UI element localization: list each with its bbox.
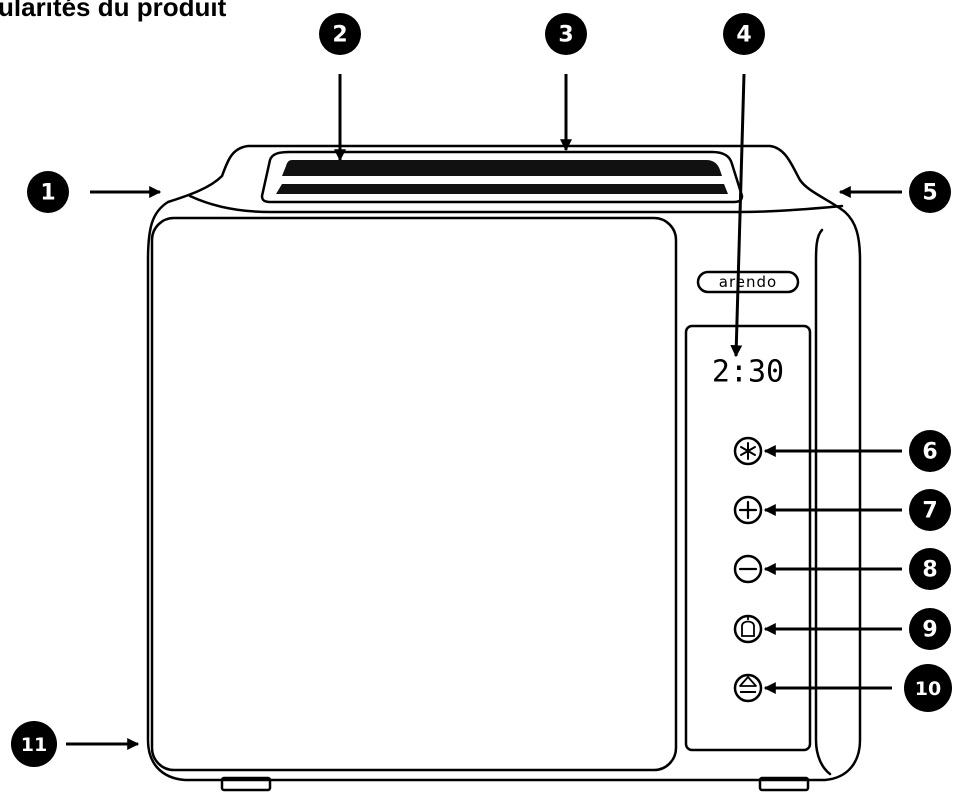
callout-label-5: 5: [922, 181, 937, 206]
side-edge: [814, 228, 832, 776]
left-foot: [220, 776, 272, 792]
snowflake-icon: [740, 442, 756, 460]
front-panel: [150, 216, 678, 772]
callout-11: 11: [11, 721, 57, 767]
callout-label-6: 6: [922, 440, 937, 465]
callout-7: 7: [909, 489, 951, 531]
minus-button[interactable]: [733, 554, 763, 584]
defrost-button[interactable]: [733, 436, 763, 466]
callout-arrow-4: [730, 73, 746, 358]
callout-label-4: 4: [736, 23, 751, 48]
eject-button[interactable]: [733, 673, 763, 703]
control-panel: [684, 324, 812, 752]
toast-icon: [741, 616, 755, 637]
callout-5: 5: [909, 171, 951, 213]
callout-9: 9: [909, 608, 951, 650]
callout-label-9: 9: [922, 618, 937, 643]
bread-slot-1: [282, 160, 722, 176]
slot-housing: [260, 150, 744, 204]
callout-3: 3: [545, 13, 587, 55]
callout-4: 4: [723, 13, 765, 55]
callout-label-11: 11: [21, 734, 47, 756]
callout-label-7: 7: [922, 499, 937, 524]
callout-label-1: 1: [40, 181, 55, 206]
callout-2: 2: [319, 13, 361, 55]
bread-slot-2: [276, 184, 728, 194]
reheat-button[interactable]: [733, 614, 763, 644]
timer-display: 2:30: [712, 355, 784, 390]
callout-6: 6: [909, 430, 951, 472]
brand-logo: arendo: [719, 273, 777, 291]
callout-label-10: 10: [915, 678, 941, 700]
eject-icon: [739, 676, 757, 693]
callout-1: 1: [27, 171, 69, 213]
callout-label-8: 8: [922, 558, 937, 583]
callout-label-2: 2: [332, 23, 347, 48]
toaster-body: [146, 144, 862, 782]
plus-button[interactable]: [733, 495, 763, 525]
top-rim: [188, 194, 844, 214]
callout-label-3: 3: [558, 23, 573, 48]
brand-badge: [696, 270, 800, 294]
callout-8: 8: [909, 548, 951, 590]
plus-icon: [738, 500, 758, 520]
page-title: ularités du produit: [0, 0, 227, 22]
right-foot: [758, 776, 810, 792]
callout-10: 10: [904, 664, 952, 712]
